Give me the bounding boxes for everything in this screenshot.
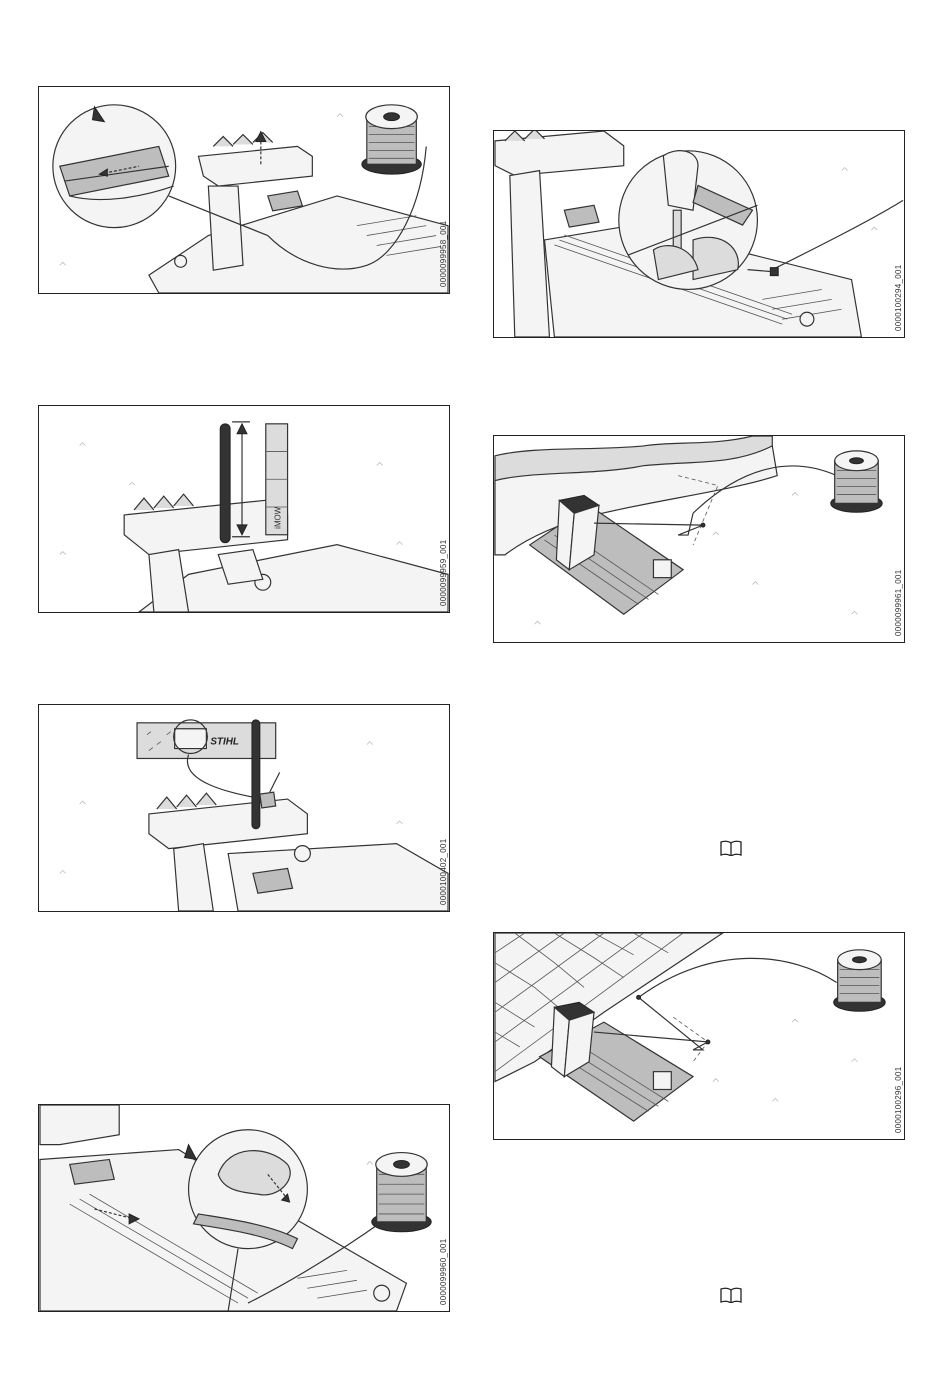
figure-code: 0000099961_001 xyxy=(894,570,903,637)
figure-code: 0000100402_001 xyxy=(439,839,448,906)
book-icon-graphic xyxy=(720,1287,742,1303)
book-icon-graphic xyxy=(720,840,742,856)
figure-7-illustration xyxy=(494,933,904,1139)
figure-code: 0000100296_001 xyxy=(894,1067,903,1134)
figure-5: 0000100294_001 xyxy=(493,130,905,338)
figure-1: 0000099958_001 xyxy=(38,86,450,294)
figure-5-illustration xyxy=(494,131,904,337)
figure-6: 0000099961_001 xyxy=(493,435,905,643)
figure-code: 0000100294_001 xyxy=(894,265,903,332)
figure-code: 0000099959_001 xyxy=(439,540,448,607)
figure-3-illustration: STIHL xyxy=(39,705,449,911)
book-icon xyxy=(720,840,742,856)
brand-label: STIHL xyxy=(210,737,239,748)
figure-6-illustration xyxy=(494,436,904,642)
figure-7: 0000100296_001 xyxy=(493,932,905,1140)
figure-code: 0000099960_001 xyxy=(439,1239,448,1306)
figure-4: 0000099960_001 xyxy=(38,1104,450,1312)
figure-1-illustration xyxy=(39,87,449,293)
gauge-label: iMOW xyxy=(274,506,283,528)
figure-2: iMOW 0000099959_001 xyxy=(38,405,450,613)
figure-code: 0000099958_001 xyxy=(439,221,448,288)
book-icon xyxy=(720,1287,742,1303)
figure-2-illustration: iMOW xyxy=(39,406,449,612)
figure-4-illustration xyxy=(39,1105,449,1311)
figure-3: STIHL 0000100402_001 xyxy=(38,704,450,912)
